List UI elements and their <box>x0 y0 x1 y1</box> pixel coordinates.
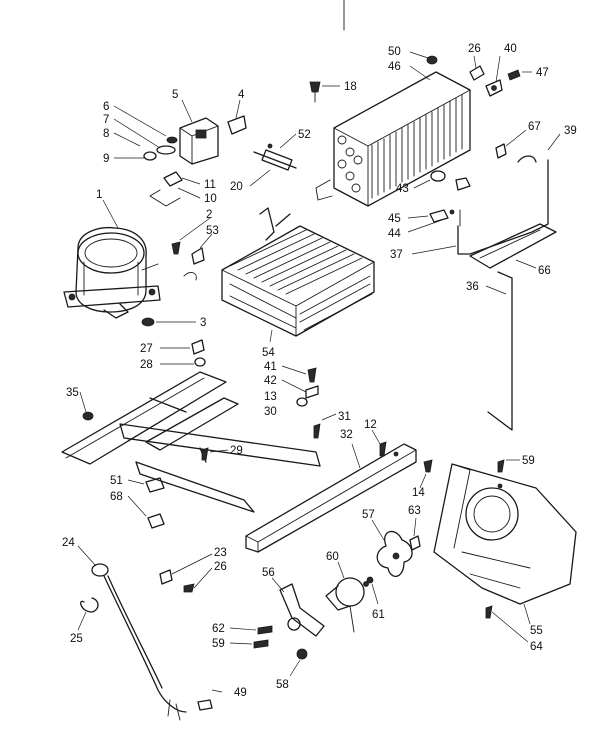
parts-41-42-13-30 <box>296 367 319 407</box>
label-26a: 26 <box>468 43 481 55</box>
label-4: 4 <box>238 89 245 101</box>
label-23: 23 <box>214 547 227 559</box>
label-55: 55 <box>530 625 543 637</box>
label-58: 58 <box>276 679 289 691</box>
label-62: 62 <box>212 623 225 635</box>
wiring-harness <box>80 563 213 721</box>
label-59b: 59 <box>212 638 225 650</box>
label-53: 53 <box>206 225 219 237</box>
part-number-labels: 50 46 26 40 47 18 5 4 6 7 8 9 52 67 39 1… <box>62 43 577 699</box>
label-59a: 59 <box>522 455 535 467</box>
label-42: 42 <box>264 375 277 387</box>
label-60: 60 <box>326 551 339 563</box>
label-43: 43 <box>396 183 409 195</box>
label-52: 52 <box>298 129 311 141</box>
screws-53-2 <box>171 241 205 281</box>
leader-1 <box>102 199 119 229</box>
drier <box>253 143 297 171</box>
label-6: 6 <box>103 101 109 113</box>
label-37: 37 <box>390 249 403 261</box>
small-parts-43-45-44 <box>429 170 471 223</box>
base-frame <box>61 371 321 513</box>
clip-61 <box>366 576 374 584</box>
label-5: 5 <box>172 89 178 101</box>
label-9: 9 <box>103 153 109 165</box>
screws-62-59 <box>253 625 273 649</box>
label-39: 39 <box>564 125 577 137</box>
label-12: 12 <box>364 419 377 431</box>
label-1: 1 <box>96 189 102 201</box>
motor-bracket-56 <box>279 583 325 637</box>
relay-assembly <box>143 115 247 207</box>
label-61: 61 <box>372 609 385 621</box>
label-50: 50 <box>388 46 401 58</box>
screw-64 <box>485 605 493 619</box>
label-30: 30 <box>264 406 277 418</box>
screw-18 <box>309 81 321 103</box>
label-20: 20 <box>230 181 243 193</box>
label-66: 66 <box>538 265 551 277</box>
label-49: 49 <box>234 687 247 699</box>
label-28: 28 <box>140 359 153 371</box>
evaporator <box>221 207 375 337</box>
clips-67-39 <box>495 143 537 163</box>
fan-blade <box>376 530 413 577</box>
screw-31 <box>313 423 321 439</box>
label-2: 2 <box>206 209 212 221</box>
label-8: 8 <box>103 128 109 140</box>
parts-14-63 <box>409 459 433 551</box>
label-36: 36 <box>466 281 479 293</box>
label-64: 64 <box>530 641 543 653</box>
label-56: 56 <box>262 567 275 579</box>
label-13: 13 <box>264 391 277 403</box>
rail-32 <box>245 443 417 553</box>
screw-59-top <box>497 459 505 473</box>
fan-bracket <box>433 463 577 605</box>
label-31: 31 <box>338 411 351 423</box>
label-46: 46 <box>388 61 401 73</box>
label-24: 24 <box>62 537 75 549</box>
label-26b: 26 <box>214 561 227 573</box>
label-57: 57 <box>362 509 375 521</box>
grommet-3 <box>141 317 155 327</box>
condenser <box>315 71 471 207</box>
screw-12 <box>379 441 387 457</box>
label-14: 14 <box>412 487 425 499</box>
label-40: 40 <box>504 43 517 55</box>
label-41: 41 <box>264 361 277 373</box>
label-35: 35 <box>66 387 79 399</box>
label-11: 11 <box>204 179 216 191</box>
label-27: 27 <box>140 343 153 355</box>
screw-29 <box>201 447 209 461</box>
tube-36 <box>487 271 513 431</box>
label-25: 25 <box>70 633 83 645</box>
label-32: 32 <box>340 429 353 441</box>
label-7: 7 <box>103 114 109 126</box>
parts-27-28 <box>191 339 206 367</box>
grommet-35 <box>82 411 94 421</box>
label-68: 68 <box>110 491 123 503</box>
label-3: 3 <box>200 317 206 329</box>
label-45: 45 <box>388 213 401 225</box>
parts-51-68 <box>145 477 165 529</box>
label-47: 47 <box>536 67 549 79</box>
fan-motor <box>325 577 369 633</box>
heat-exchanger-tube <box>457 159 557 269</box>
label-29: 29 <box>230 445 243 457</box>
compressor <box>63 226 161 319</box>
label-54: 54 <box>262 347 275 359</box>
label-10: 10 <box>204 193 217 205</box>
label-18: 18 <box>344 81 357 93</box>
label-67: 67 <box>528 121 541 133</box>
small-parts-top-right <box>426 55 521 97</box>
label-63: 63 <box>408 505 421 517</box>
label-51: 51 <box>110 475 123 487</box>
grommet-58 <box>296 648 308 660</box>
label-44: 44 <box>388 228 401 240</box>
